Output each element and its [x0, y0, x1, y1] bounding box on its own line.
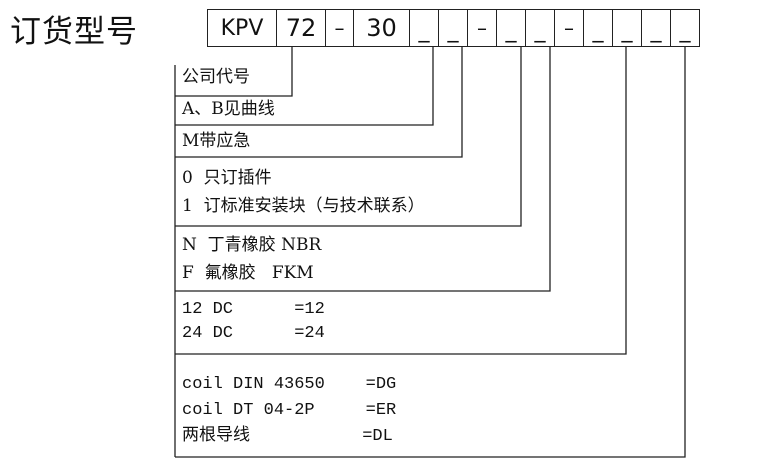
label-two-wire: 两根导线 =DL — [182, 427, 393, 446]
code-box-8: _ — [496, 10, 525, 46]
code-box-9: _ — [525, 10, 554, 46]
code-box-10: – — [554, 10, 583, 46]
code-box-6: _ — [438, 10, 467, 46]
label-coil-din: coil DIN 43650 =DG — [182, 375, 397, 394]
leader-line-company-code — [175, 46, 293, 97]
label-company-code: 公司代号 — [182, 67, 250, 87]
label-voltage-24: 24 DC =24 — [182, 324, 325, 343]
label-seal-f: F 氟橡胶 FKM — [182, 263, 314, 283]
code-box-3: – — [325, 10, 353, 46]
order-model-title: 订货型号 — [10, 14, 138, 50]
code-box-5: _ — [409, 10, 438, 46]
code-box-12: _ — [612, 10, 641, 46]
label-coil-dt: coil DT 04-2P =ER — [182, 401, 397, 420]
label-option-1: 1 订标准安装块（与技术联系） — [182, 196, 425, 216]
leader-line-coil — [175, 46, 686, 458]
label-voltage-12: 12 DC =12 — [182, 300, 325, 319]
code-box-11: _ — [583, 10, 612, 46]
leader-line-ab-curve — [175, 46, 434, 126]
leader-line-m-emergency — [175, 46, 463, 158]
label-option-0: 0 只订插件 — [182, 168, 272, 188]
code-box-4: 30 — [353, 10, 409, 46]
code-box-13: _ — [641, 10, 670, 46]
leader-line-seal — [175, 46, 551, 292]
label-seal-n: N 丁青橡胶 NBR — [182, 235, 322, 255]
leader-line-options — [175, 46, 522, 227]
code-box-7: – — [467, 10, 496, 46]
leader-line-voltage — [175, 46, 627, 355]
code-box-14: _ — [670, 10, 699, 46]
code-box-1: KPV — [220, 15, 264, 41]
label-ab-curve: A、B见曲线 — [182, 99, 275, 119]
code-box-2: 72 — [276, 10, 325, 46]
label-m-emergency: M带应急 — [182, 131, 251, 151]
